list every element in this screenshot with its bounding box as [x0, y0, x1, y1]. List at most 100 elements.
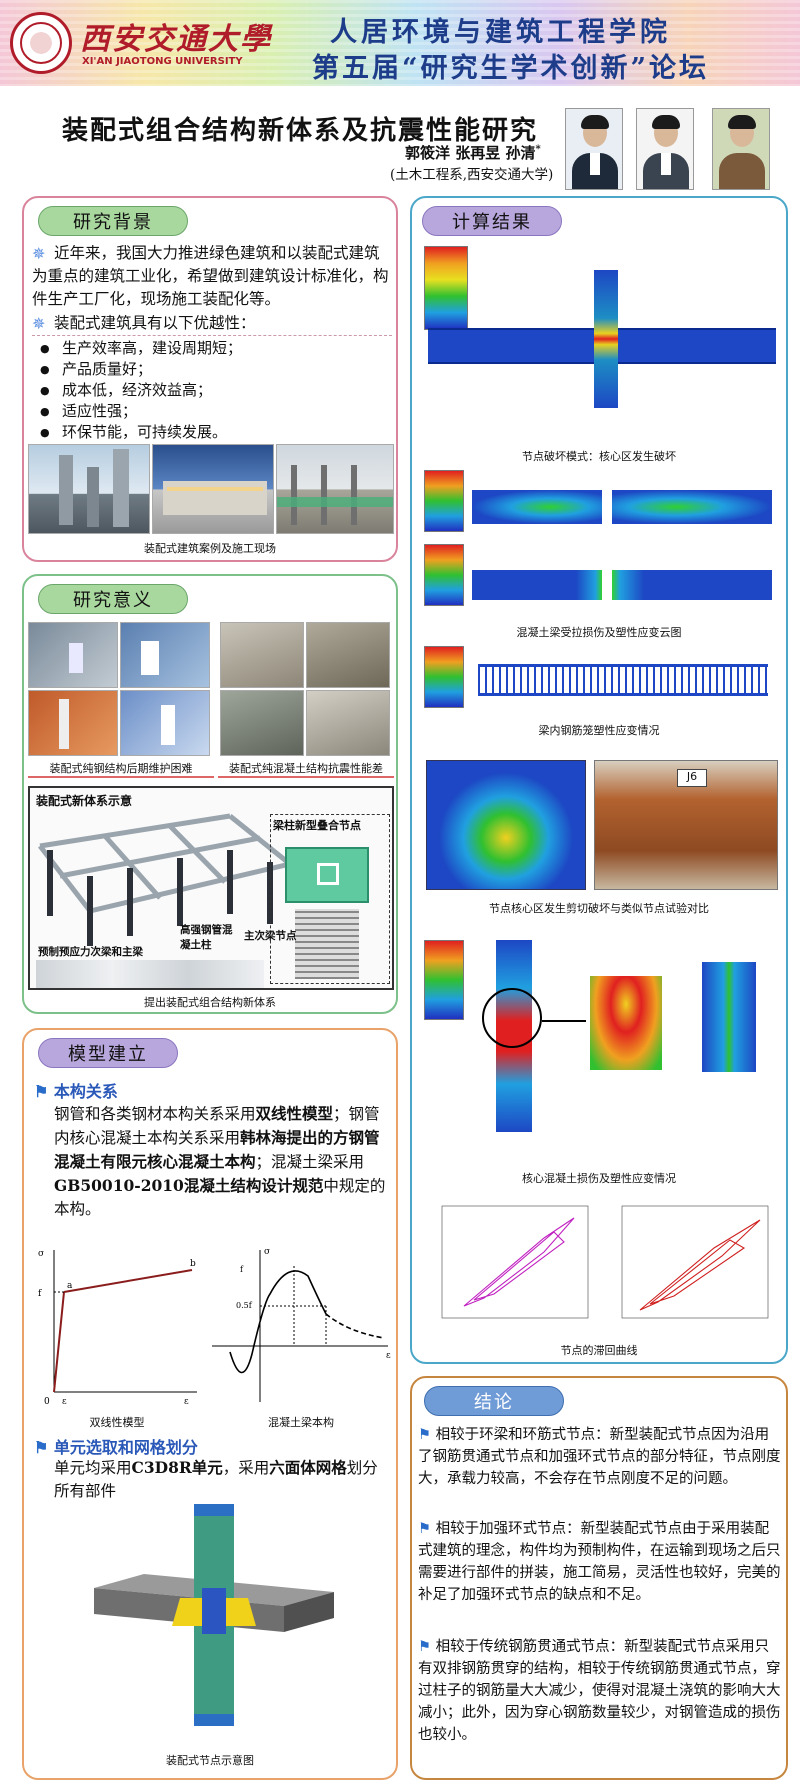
quake-photo-4 — [306, 690, 390, 756]
fe-beam-damage-left — [472, 490, 602, 524]
svg-text:f: f — [240, 1265, 244, 1274]
university-seal — [10, 12, 72, 74]
zoom-circle — [482, 988, 542, 1048]
hysteresis-plot-1 — [441, 1205, 589, 1319]
subheading-constitutive: ⚑ 本构关系 — [34, 1082, 118, 1101]
conclusion-item: ⚑ 相较于加强环式节点：新型装配式节点由于采用装配式建筑的理念，构件均为预制构件… — [418, 1521, 781, 1603]
legend-bar — [424, 940, 464, 1020]
quake-photo-3 — [220, 690, 304, 756]
legend-bar — [424, 646, 464, 708]
bilinear-model-plot: f σ a b 0 ε ε — [38, 1249, 197, 1407]
header-banner — [0, 0, 800, 86]
quake-photo-1 — [220, 622, 304, 688]
steel-photo-1 — [28, 622, 118, 688]
conclusion-item: ⚑ 相较于传统钢筋贯通式节点：新型装配式节点采用只有双排钢筋贯穿的结构，相较于传… — [418, 1639, 781, 1743]
paper-title: 装配式组合结构新体系及抗震性能研究 — [62, 116, 539, 146]
result-caption-3: 梁内钢筋笼塑性应变情况 — [538, 724, 660, 737]
background-para2: ✵装配式建筑具有以下优越性： — [32, 312, 392, 336]
building-photo-3 — [276, 444, 394, 534]
result-caption-2: 混凝土梁受拉损伤及塑性应变云图 — [516, 626, 682, 639]
label-joint2: 主次梁节点 — [244, 930, 297, 942]
background-caption: 装配式建筑案例及施工现场 — [144, 542, 276, 555]
joint-label: 梁柱新型叠合节点 — [273, 819, 361, 832]
list-item: 成本低，经济效益高； — [32, 380, 392, 401]
fe-column-model — [594, 270, 618, 408]
concrete-constitutive-plot: σ f 0.5f ε — [212, 1247, 391, 1402]
svg-text:σ: σ — [264, 1247, 270, 1257]
fe-core-strain — [702, 962, 756, 1072]
hysteresis-plot-2 — [621, 1205, 769, 1319]
concrete-caption: 混凝土梁本构 — [268, 1416, 334, 1429]
building-photo-2 — [152, 444, 274, 534]
system-diagram: 装配式新体系示意 梁柱新型叠合节点 预制预应力次梁和主梁 高强钢管混 — [28, 786, 394, 990]
svg-text:f: f — [38, 1289, 42, 1299]
legend-bar — [424, 544, 464, 606]
component-strip — [36, 960, 264, 988]
significance-panel: 研究意义 装配式纯钢结构后期维护困难 装配式纯混凝土结构抗震性能差 装配式新体系… — [22, 574, 398, 1014]
list-item: 产品质量好； — [32, 359, 392, 380]
author-photo-3 — [712, 108, 770, 190]
conclusion-title: 结论 — [424, 1386, 564, 1416]
test-specimen-photo: J6 — [594, 760, 778, 890]
university-name-en: XI'AN JIAOTONG UNIVERSITY — [82, 56, 243, 67]
svg-text:σ: σ — [38, 1249, 44, 1259]
list-item: 环保节能，可持续发展。 — [32, 422, 392, 443]
joint-callout-box: 梁柱新型叠合节点 — [270, 814, 390, 984]
legend-bar — [424, 246, 468, 330]
svg-text:ε: ε — [386, 1351, 391, 1361]
constitutive-paragraph: 钢管和各类钢材本构关系采用双线性模型；钢管内核心混凝土本构关系采用韩林海提出的方… — [54, 1104, 386, 1218]
results-title: 计算结果 — [422, 206, 562, 236]
result-caption-4: 节点核心区发生剪切破坏与类似节点试验对比 — [489, 902, 709, 915]
background-title: 研究背景 — [38, 206, 188, 236]
forum-name: 第五届“研究生学术创新”论坛 — [312, 53, 710, 84]
svg-text:0.5f: 0.5f — [236, 1301, 253, 1310]
affiliation: (土木工程系,西安交通大学) — [390, 167, 554, 183]
zoom-arrow — [542, 1020, 586, 1022]
steel-photo-4 — [120, 690, 210, 756]
node-caption: 装配式节点示意图 — [166, 1754, 254, 1767]
label-beams: 预制预应力次梁和主梁 — [38, 946, 143, 958]
steel-photo-2 — [120, 622, 210, 688]
authors: 郭筱洋 张再昱 孙清* — [405, 144, 541, 162]
author-photo-1 — [565, 108, 623, 190]
subheading-mesh: ⚑ 单元选取和网格划分 — [34, 1438, 198, 1457]
results-panel: 计算结果 节点破坏模式：核心区发生破坏 混凝土梁受拉损伤及塑性应变云图 梁内钢筋… — [410, 196, 788, 1364]
bilinear-caption: 双线性模型 — [89, 1416, 145, 1429]
model-title: 模型建立 — [38, 1038, 178, 1068]
university-name-cn: 西安交通大學 — [80, 22, 272, 57]
advantages-list: 生产效率高，建设周期短； 产品质量好； 成本低，经济效益高； 适应性强； 环保节… — [32, 338, 392, 443]
fe-beam-damage-right — [612, 490, 772, 524]
concrete-caption: 装配式纯混凝土结构抗震性能差 — [218, 760, 394, 778]
background-para1: ✵近年来，我国大力推进绿色建筑和以装配式建筑为重点的建筑工业化，希望做到建筑设计… — [32, 244, 389, 308]
svg-text:ε: ε — [184, 1397, 189, 1407]
steel-caption: 装配式纯钢结构后期维护困难 — [28, 760, 214, 778]
legend-bar — [424, 470, 464, 532]
significance-caption: 提出装配式组合结构新体系 — [144, 996, 276, 1009]
background-panel: 研究背景 ✵近年来，我国大力推进绿色建筑和以装配式建筑为重点的建筑工业化，希望做… — [22, 196, 398, 562]
list-item: 适应性强； — [32, 401, 392, 422]
result-caption-5: 核心混凝土损伤及塑性应变情况 — [522, 1172, 676, 1185]
model-panel: 模型建立 ⚑ 本构关系 钢管和各类钢材本构关系采用双线性模型；钢管内核心混凝土本… — [22, 1028, 398, 1780]
fe-rebar-cage — [478, 664, 768, 696]
fe-core-zoom — [590, 976, 662, 1070]
conclusion-panel: 结论 ⚑ 相较于环梁和环筋式节点：新型装配式节点因为沿用了钢筋贯通式节点和加强环… — [410, 1376, 788, 1780]
mesh-paragraph: 单元均采用C3D8R单元，采用六面体网格划分所有部件 — [54, 1458, 378, 1500]
system-title: 装配式新体系示意 — [36, 794, 133, 808]
svg-text:b: b — [190, 1259, 196, 1269]
school-name: 人居环境与建筑工程学院 — [330, 17, 671, 48]
author-photo-2 — [636, 108, 694, 190]
specimen-label: J6 — [677, 769, 707, 787]
node-3d-illustration — [94, 1504, 334, 1726]
svg-text:a: a — [67, 1281, 73, 1291]
label-column: 高强钢管混凝土柱 — [180, 924, 233, 951]
fe-core-shear-model — [426, 760, 586, 890]
joint-green-model — [285, 847, 369, 903]
joint-rebar-model — [295, 909, 359, 979]
building-photo-1 — [28, 444, 150, 534]
svg-text:ε: ε — [62, 1397, 67, 1407]
result-caption-6: 节点的滞回曲线 — [560, 1344, 638, 1357]
fe-beam-strain-left — [472, 570, 602, 600]
quake-photo-2 — [306, 622, 390, 688]
fe-beam-strain-right — [612, 570, 772, 600]
result-caption-1: 节点破坏模式：核心区发生破坏 — [522, 450, 676, 463]
